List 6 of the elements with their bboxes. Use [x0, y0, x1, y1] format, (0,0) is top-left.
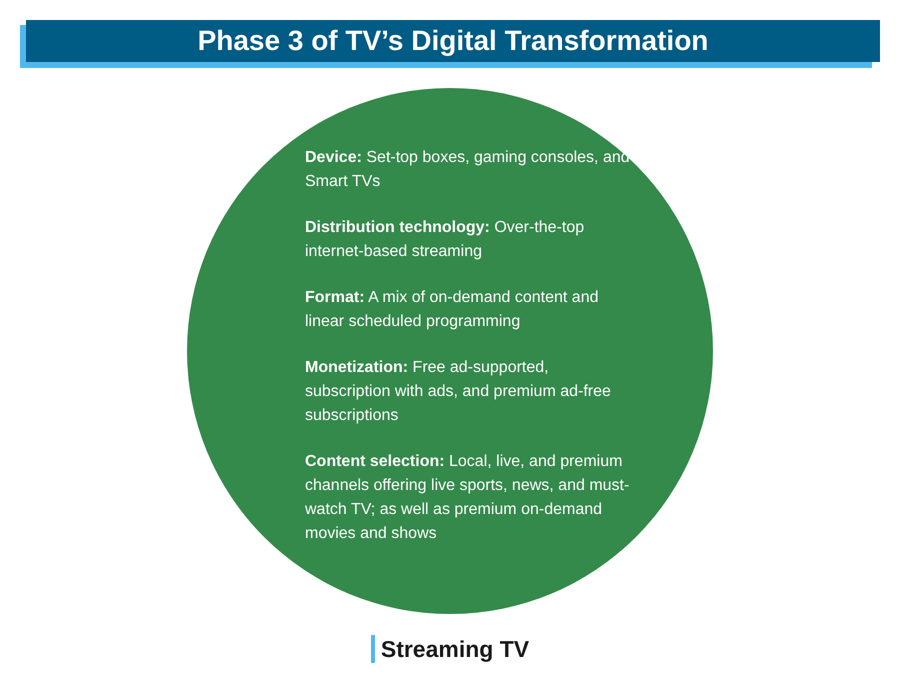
feature-text: Distribution technology: Over-the-top internet-based streaming	[305, 218, 586, 262]
feature-text: Monetization: Free ad-supported, subscription with ads, and premium ad-free subscriptions	[305, 358, 612, 426]
feature-text: Format: A mix of on-demand content and linear scheduled programming	[305, 288, 600, 332]
caption: Streaming TV	[380, 635, 530, 664]
feature-text: Content selection: Local, live, and premium channels offering live sports, news, and must-watch TV; as well as premium on-demand movies and shows	[305, 452, 630, 544]
title: Phase 3 of TV’s Digital Transformation	[198, 27, 708, 55]
